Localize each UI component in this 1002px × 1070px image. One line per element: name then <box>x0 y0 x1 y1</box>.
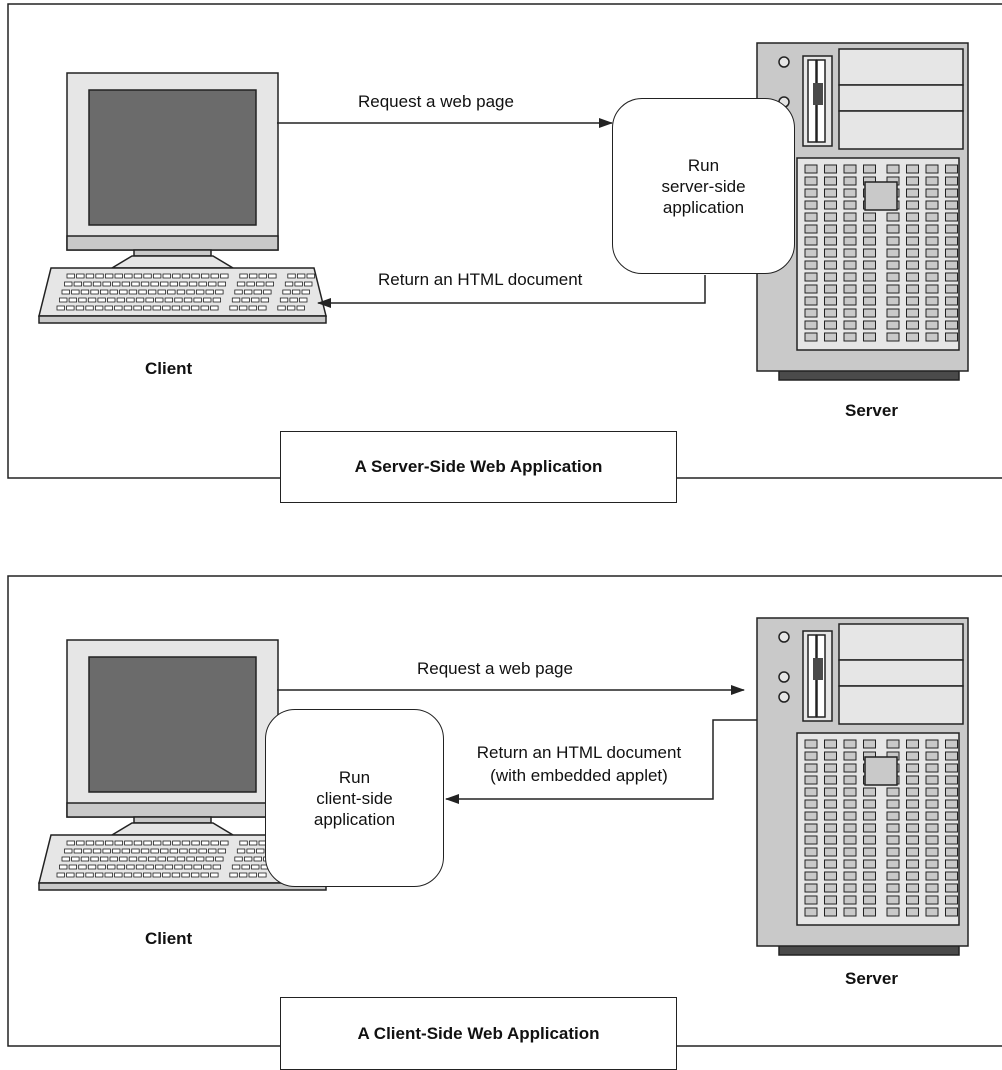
client-process-bubble: Run client-side application <box>265 709 444 887</box>
process-text: Run server-side application <box>661 155 745 218</box>
response-label: Return an HTML document (with embedded a… <box>464 741 694 787</box>
process-text: Run client-side application <box>314 767 395 830</box>
process-line: Run <box>338 767 371 787</box>
server-label: Server <box>845 401 898 420</box>
request-label: Request a web page <box>358 92 514 111</box>
process-line: application <box>662 197 745 217</box>
panel-frame <box>7 575 1002 1047</box>
response-arrow <box>317 275 706 308</box>
process-line: application <box>313 809 396 829</box>
panel-frame <box>7 3 1002 479</box>
server-process-bubble: Run server-side application <box>612 98 795 274</box>
panel-title: A Server-Side Web Application <box>280 431 677 503</box>
client-computer-icon <box>38 639 327 891</box>
request-label: Request a web page <box>417 659 573 678</box>
server-tower-icon <box>756 617 969 956</box>
server-label: Server <box>845 969 898 988</box>
process-line: Run <box>687 155 720 175</box>
process-line: server-side <box>661 176 746 196</box>
response-label-line: Return an HTML document <box>476 743 682 762</box>
response-label-line: (with embedded applet) <box>490 766 668 785</box>
response-arrow <box>445 719 757 804</box>
client-label: Client <box>145 929 193 948</box>
client-computer-icon <box>38 72 327 324</box>
response-label: Return an HTML document <box>378 270 583 289</box>
client-label: Client <box>145 359 193 378</box>
server-tower-icon <box>756 42 969 381</box>
process-line: client-side <box>316 788 393 808</box>
panel-title: A Client-Side Web Application <box>280 997 677 1070</box>
